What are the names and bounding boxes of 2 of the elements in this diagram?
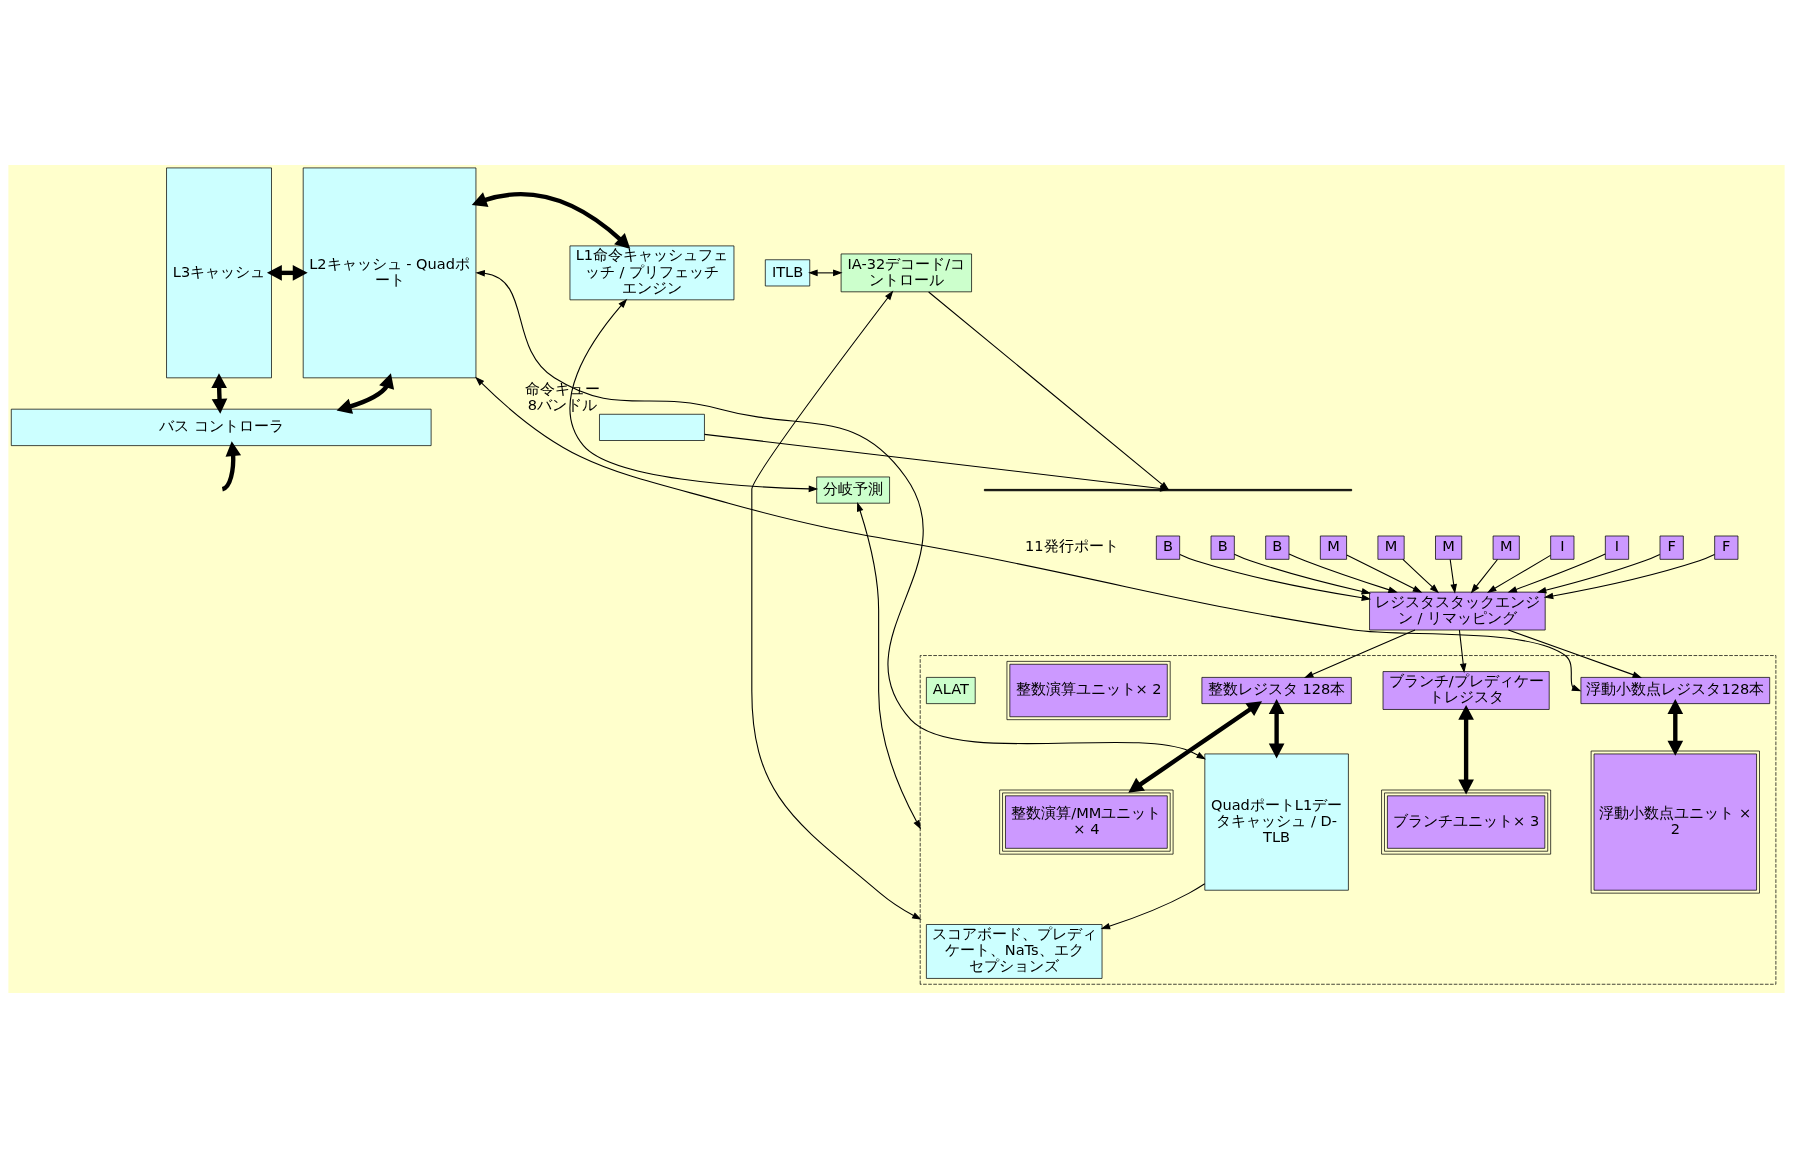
label: 11発行ポート	[1025, 536, 1119, 554]
node-label: 8バンドル	[527, 395, 597, 413]
